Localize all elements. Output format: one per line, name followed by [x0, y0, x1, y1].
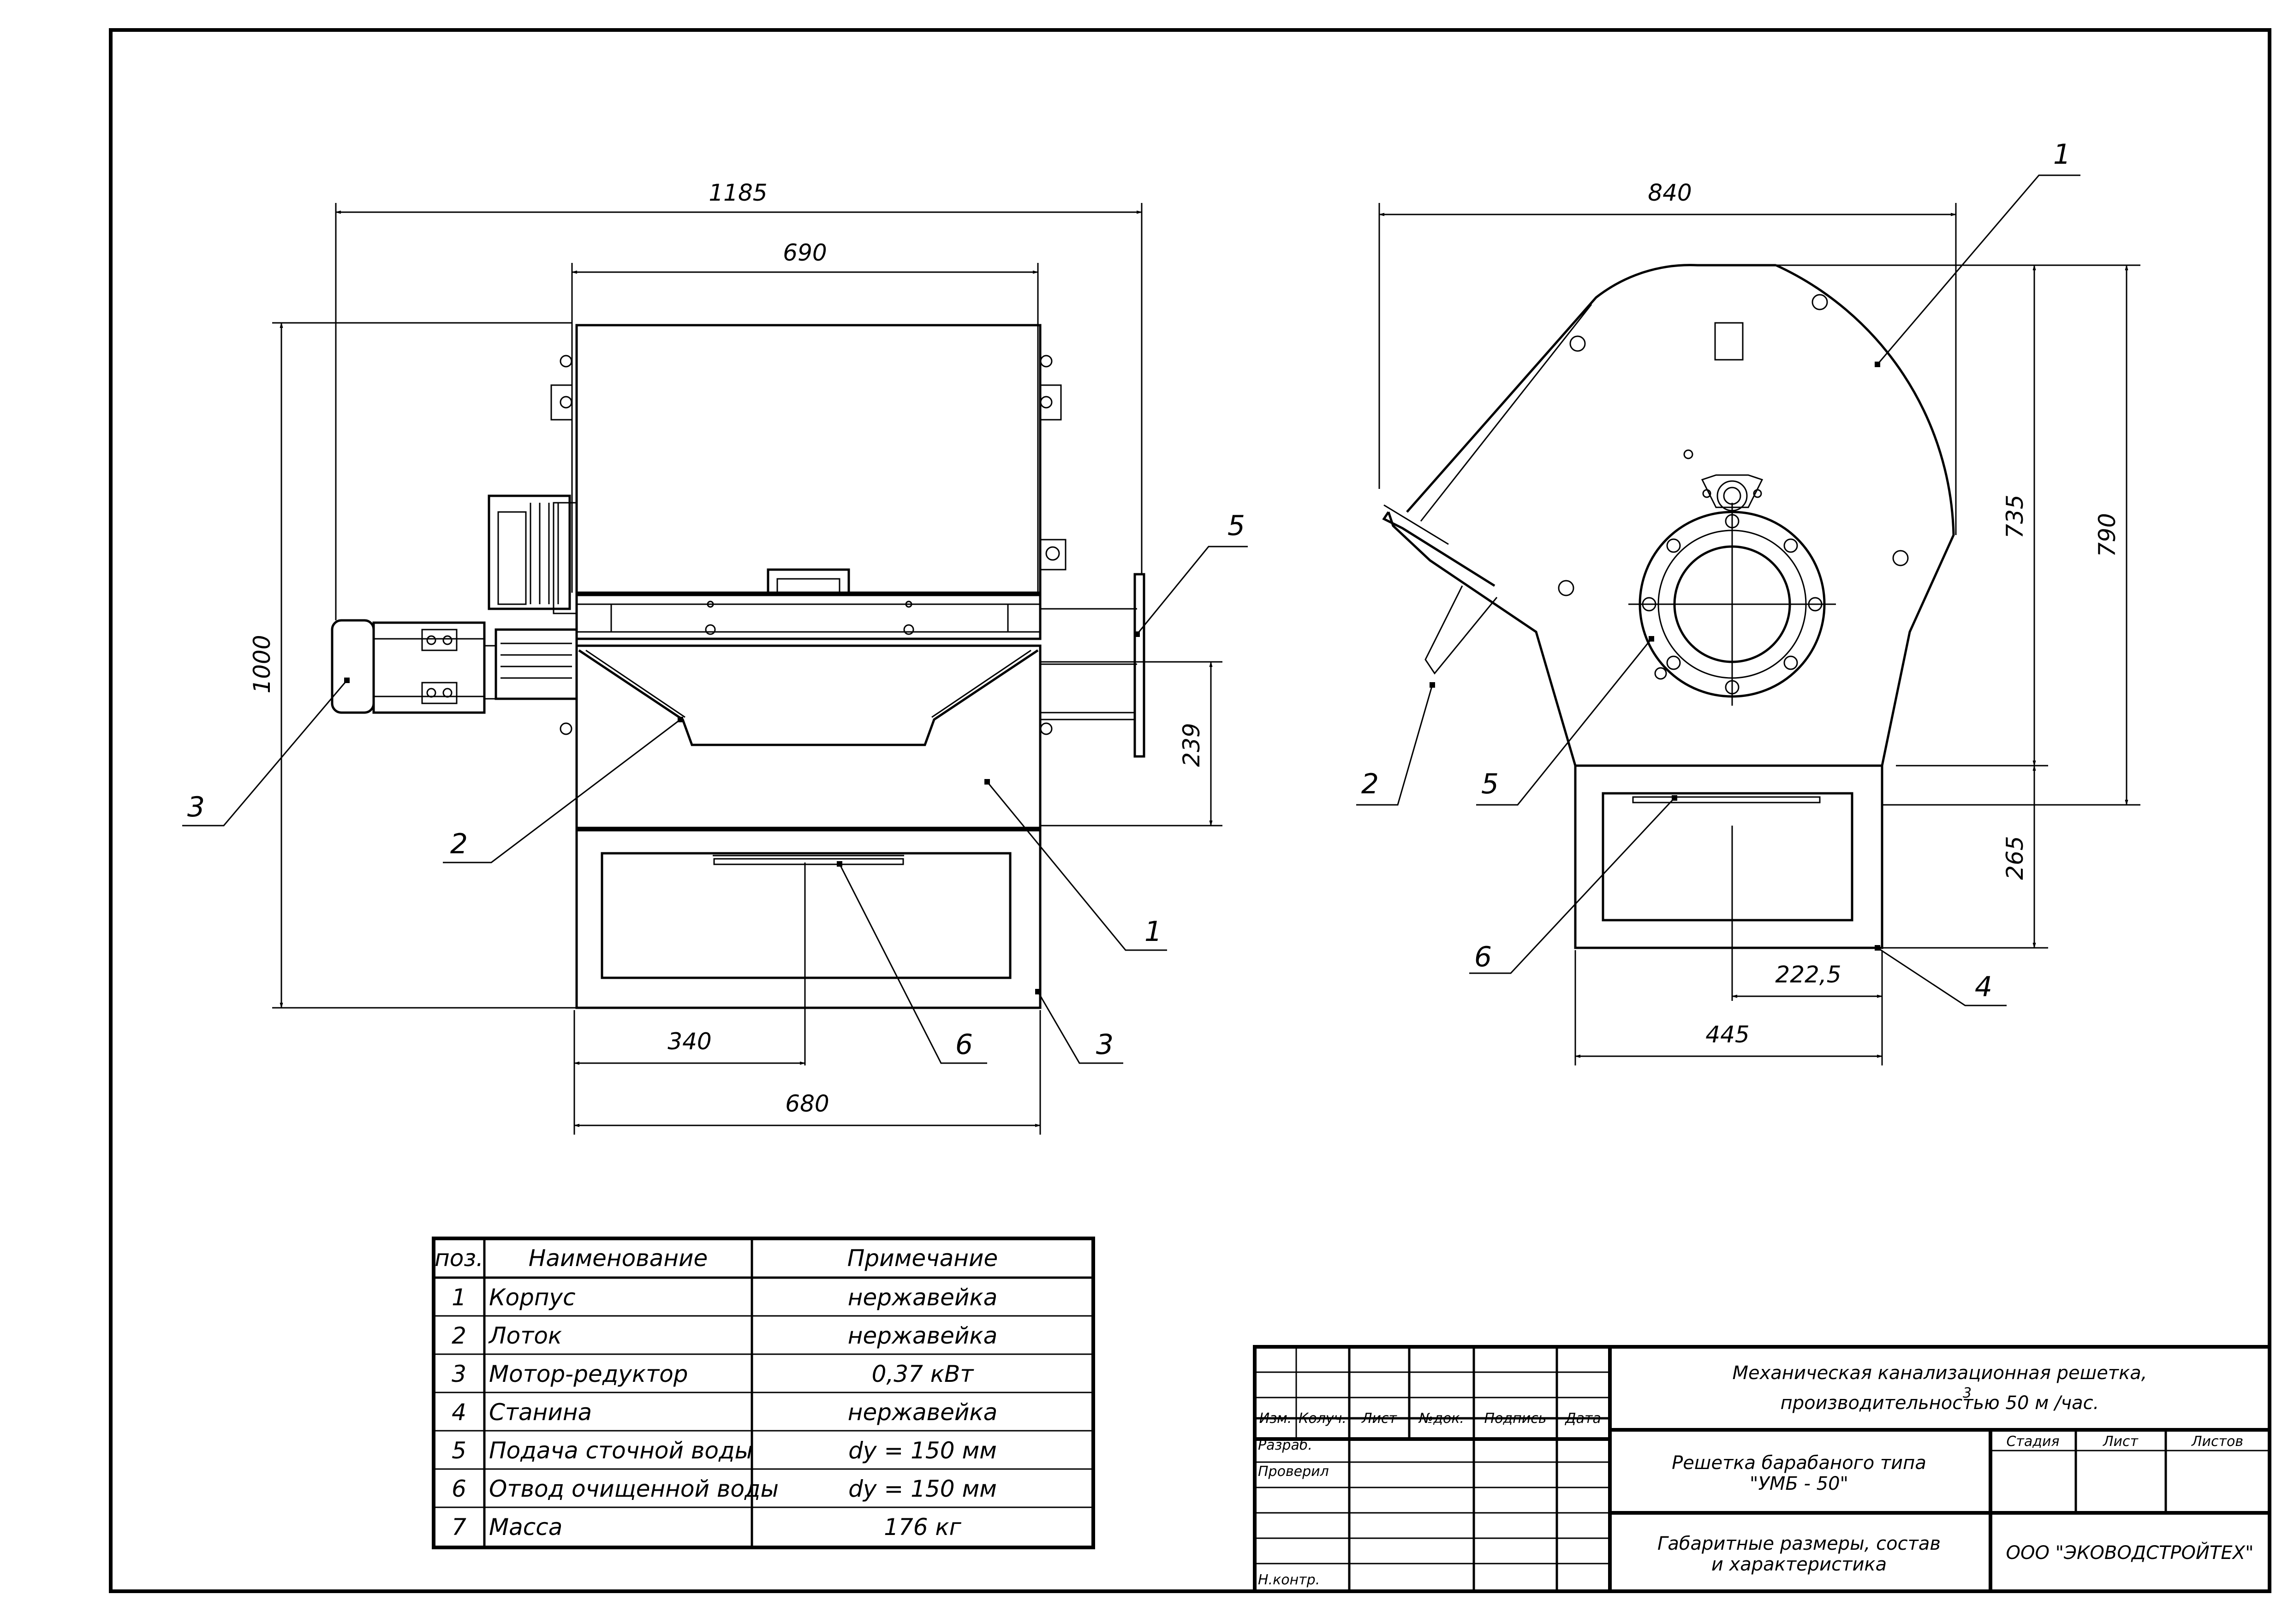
table-row-4-note: нержавейка [848, 1399, 997, 1426]
tb-col-data: Дата [1564, 1410, 1601, 1427]
tb-col-izm: Изм. [1259, 1410, 1292, 1427]
dim-690: 690 [783, 239, 827, 266]
table-row-2-note: нержавейка [848, 1322, 997, 1349]
tb-doc-line1: Габаритные размеры, состав [1657, 1533, 1941, 1554]
table-row-1-name: Корпус [489, 1284, 576, 1311]
dim-265: 265 [2002, 836, 2028, 880]
drum-body [575, 324, 1042, 594]
callout-front-3a: 3 [187, 791, 205, 823]
table-row-7-note: 176 кг [884, 1514, 962, 1541]
motor [331, 619, 375, 714]
table-row-6-note: dy = 150 мм [848, 1475, 997, 1502]
table-row-3-pos: 3 [452, 1361, 466, 1387]
callout-side-6: 6 [1474, 941, 1492, 973]
dim-1000: 1000 [249, 635, 275, 693]
table-row-5-pos: 5 [452, 1437, 466, 1464]
tb-row-nkontr: Н.контр. [1258, 1572, 1320, 1588]
table-header-note: Примечание [847, 1245, 998, 1272]
tb-sheets-label: Листов [2191, 1434, 2243, 1450]
tb-row-proveril: Проверил [1258, 1463, 1329, 1480]
callout-front-1: 1 [1144, 916, 1162, 948]
callout-front-6: 6 [955, 1029, 973, 1061]
front-view: 1185 690 1000 239 340 680 3 2 5 1 6 3 [182, 179, 1248, 1135]
tb-col-koluch: Колуч. [1299, 1410, 1347, 1427]
tb-company: ООО "ЭКОВОДСТРОЙТЕХ" [2006, 1541, 2254, 1564]
dim-680: 680 [785, 1090, 829, 1117]
dim-1185: 1185 [709, 179, 767, 206]
tb-title-superscript: 3 [1963, 1385, 1972, 1401]
table-row-6-name: Отвод очищенной воды [489, 1475, 779, 1502]
tb-doc-line2: и характеристика [1711, 1554, 1887, 1575]
dim-735: 735 [2002, 494, 2028, 538]
side-housing [1387, 264, 1955, 767]
side-frame [1574, 764, 1883, 949]
table-row-3-name: Мотор-редуктор [489, 1361, 688, 1387]
dim-222-5: 222,5 [1775, 961, 1841, 988]
tb-col-podpis: Подпись [1484, 1410, 1547, 1427]
callout-side-2: 2 [1361, 768, 1379, 800]
callout-front-5: 5 [1227, 510, 1245, 542]
callout-side-4: 4 [1975, 971, 1992, 1003]
tb-col-ndok: №док. [1418, 1410, 1464, 1427]
gearbox [488, 494, 571, 610]
table-row-5-name: Подача сточной воды [489, 1437, 753, 1464]
parts-table: поз. Наименование Примечание 1 Корпус не… [432, 1237, 1095, 1549]
dim-340: 340 [667, 1028, 711, 1055]
table-row-7-name: Масса [489, 1514, 562, 1541]
sheet-frame [109, 28, 2271, 1593]
tb-product-line2: "УМБ - 50" [1750, 1473, 1848, 1494]
tb-title-line1: Механическая канализационная решетка, [1732, 1362, 2147, 1384]
table-row-4-pos: 4 [452, 1399, 466, 1426]
table-header-pos: поз. [435, 1245, 483, 1272]
table-row-3-note: 0,37 кВт [872, 1361, 975, 1387]
tb-title-line2: производительностью 50 м /час. [1781, 1392, 2099, 1414]
callout-side-1: 1 [2053, 138, 2071, 171]
title-block: Изм. Колуч. Лист №док. Подпись Дата Разр… [1253, 1345, 2271, 1593]
table-row-5-note: dy = 150 мм [848, 1437, 997, 1464]
table-header-name: Наименование [529, 1245, 708, 1272]
tb-col-list: Лист [1361, 1410, 1398, 1427]
dim-840: 840 [1648, 179, 1692, 206]
table-row-2-pos: 2 [452, 1322, 466, 1349]
tb-sheet-label: Лист [2103, 1434, 2139, 1450]
table-row-6-pos: 6 [452, 1475, 466, 1502]
callout-front-2: 2 [450, 828, 468, 860]
dim-239: 239 [1178, 723, 1205, 767]
callout-front-3b: 3 [1096, 1029, 1114, 1061]
table-row-1-pos: 1 [452, 1284, 466, 1311]
frame-base [575, 829, 1042, 1009]
dim-790: 790 [2094, 513, 2121, 557]
table-row-7-pos: 7 [452, 1514, 466, 1541]
table-row-4-name: Станина [489, 1399, 592, 1426]
side-view: 840 735 790 265 222,5 445 1 2 5 6 4 [1356, 138, 2140, 1065]
table-row-1-note: нержавейка [848, 1284, 997, 1311]
callout-side-5: 5 [1481, 768, 1499, 800]
dim-445: 445 [1705, 1021, 1749, 1048]
tb-stage-label: Стадия [2006, 1434, 2059, 1450]
tb-product-line1: Решетка барабаного типа [1672, 1452, 1926, 1474]
tb-row-razrab: Разраб. [1258, 1437, 1312, 1453]
table-row-2-name: Лоток [488, 1322, 562, 1349]
